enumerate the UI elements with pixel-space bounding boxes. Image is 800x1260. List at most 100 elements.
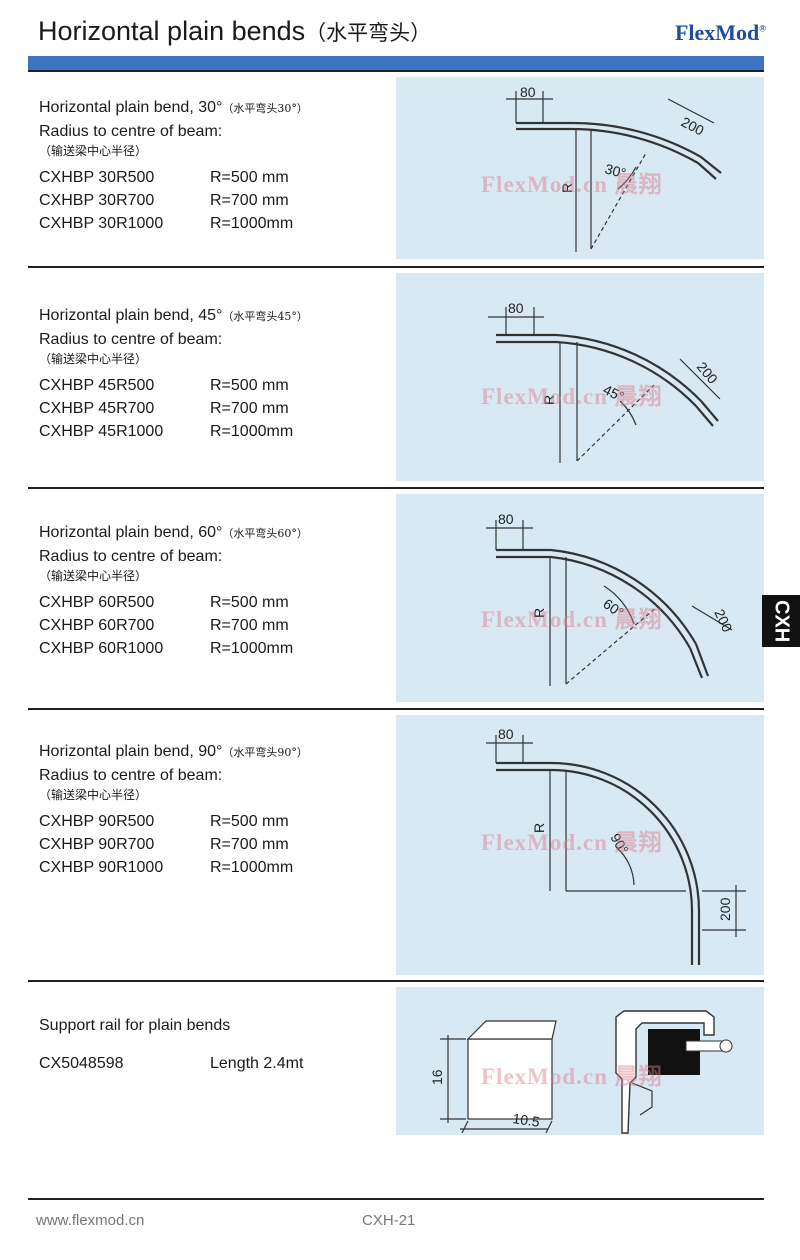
radius-label: Radius to centre of beam:	[39, 767, 223, 784]
product-code: CXHBP 60R500	[39, 594, 155, 611]
product-section-60: Horizontal plain bend, 60°（水平弯头60°） Radi…	[28, 487, 764, 709]
product-title: Horizontal plain bend, 30°（水平弯头30°）	[39, 96, 308, 120]
product-radius: R=500 mm	[210, 594, 289, 611]
product-text: Horizontal plain bend, 90°（水平弯头90°） Radi…	[39, 740, 308, 879]
product-radius: R=700 mm	[210, 617, 289, 634]
product-text: Horizontal plain bend, 30°（水平弯头30°） Radi…	[39, 96, 308, 235]
spec-row: CX5048598 Length 2.4mt	[39, 1052, 303, 1075]
dim-height-label: 16	[429, 1069, 445, 1085]
support-rail-diagram: 16 10.5	[429, 1010, 733, 1134]
spec-row: CXHBP 30R700 R=700 mm	[39, 189, 308, 212]
spec-row: CXHBP 60R700 R=700 mm	[39, 614, 308, 637]
radius-label: Radius to centre of beam:	[39, 331, 223, 348]
bend-diagram-45: 80 200 45° R	[488, 300, 721, 463]
product-radius: R=500 mm	[210, 377, 289, 394]
product-code: CXHBP 30R1000	[39, 215, 164, 232]
product-code: CXHBP 90R700	[39, 836, 155, 853]
product-code: CXHBP 45R500	[39, 377, 155, 394]
radius-cn: （输送梁中心半径）	[39, 144, 148, 158]
watermark: FlexMod.cn 晨翔	[481, 384, 663, 409]
brand-logo: FlexMod®	[675, 20, 766, 46]
footer-divider	[28, 1198, 764, 1200]
title-cn: （水平弯头45°）	[222, 310, 308, 323]
product-section-90: Horizontal plain bend, 90°（水平弯头90°） Radi…	[28, 708, 764, 982]
radius-dim-label: R	[559, 183, 575, 193]
radius-label: Radius to centre of beam:	[39, 548, 223, 565]
header-bar	[28, 56, 764, 70]
radius-label: Radius to centre of beam:	[39, 123, 223, 140]
watermark: FlexMod.cn 晨翔	[481, 172, 663, 197]
spec-row: CXHBP 45R1000 R=1000mm	[39, 420, 308, 443]
dim-straight-label: 80	[508, 300, 524, 316]
support-text: Support rail for plain bends CX5048598 Le…	[39, 1014, 303, 1075]
product-code: CXHBP 90R1000	[39, 859, 164, 876]
diagram-panel: 80 200 90° R FlexMod.cn 晨翔	[396, 715, 764, 975]
radius-cn: （输送梁中心半径）	[39, 569, 148, 583]
bend-diagram-90: 80 200 90° R	[486, 726, 746, 965]
angle-label: 30°	[603, 160, 628, 181]
radius-dim-label: R	[531, 608, 547, 618]
watermark: FlexMod.cn 晨翔	[481, 1064, 663, 1089]
product-code: CXHBP 45R1000	[39, 423, 164, 440]
page-number: CXH-21	[362, 1212, 416, 1229]
footer-url[interactable]: www.flexmod.cn	[36, 1212, 145, 1229]
support-rail-section: Support rail for plain bends CX5048598 Le…	[28, 980, 764, 1136]
product-radius: R=500 mm	[210, 813, 289, 830]
diagram-panel: 80 200 30° R FlexMod.cn 晨翔	[396, 77, 764, 259]
diagram-panel: 80 200 45° R FlexMod.cn 晨翔	[396, 273, 764, 481]
product-radius: R=1000mm	[210, 423, 294, 440]
product-text: Horizontal plain bend, 45°（水平弯头45°） Radi…	[39, 304, 308, 443]
product-title: Horizontal plain bend, 60°（水平弯头60°）	[39, 521, 308, 545]
spec-row: CXHBP 60R500 R=500 mm	[39, 591, 308, 614]
product-title: Horizontal plain bend, 45°（水平弯头45°）	[39, 304, 308, 328]
logo-text: FlexMod	[674, 20, 760, 45]
dim-width-label: 10.5	[512, 1110, 541, 1130]
radius-dim-label: R	[541, 395, 557, 405]
spec-row: CXHBP 45R500 R=500 mm	[39, 374, 308, 397]
radius-cn: （输送梁中心半径）	[39, 352, 148, 366]
product-code: CXHBP 60R700	[39, 617, 155, 634]
product-radius: R=700 mm	[210, 192, 289, 209]
side-tab[interactable]: CXH	[762, 595, 800, 647]
spec-row: CXHBP 90R500 R=500 mm	[39, 810, 308, 833]
support-title: Support rail for plain bends	[39, 1017, 231, 1034]
radius-dim-label: R	[531, 823, 547, 833]
dim-end-label: 200	[711, 607, 735, 635]
title-cn: （水平弯头60°）	[222, 527, 308, 540]
product-length: Length 2.4mt	[210, 1055, 304, 1072]
dim-straight-label: 80	[520, 84, 536, 100]
product-code: CXHBP 45R700	[39, 400, 155, 417]
radius-cn: （输送梁中心半径）	[39, 788, 148, 802]
product-code: CX5048598	[39, 1055, 124, 1072]
watermark: FlexMod.cn 晨翔	[481, 830, 663, 855]
product-section-30: Horizontal plain bend, 30°（水平弯头30°） Radi…	[28, 70, 764, 270]
product-radius: R=1000mm	[210, 215, 294, 232]
diagram-panel: 80 200 60° R FlexMod.cn 晨翔	[396, 494, 764, 702]
product-radius: R=1000mm	[210, 859, 294, 876]
title-cn: （水平弯头）	[305, 21, 432, 45]
title-en: Horizontal plain bend, 45°	[39, 307, 223, 324]
product-radius: R=700 mm	[210, 400, 289, 417]
title-en: Horizontal plain bend, 30°	[39, 99, 223, 116]
product-text: Horizontal plain bend, 60°（水平弯头60°） Radi…	[39, 521, 308, 660]
product-radius: R=700 mm	[210, 836, 289, 853]
title-cn: （水平弯头90°）	[222, 746, 308, 759]
bend-diagram-60: 80 200 60° R	[486, 511, 736, 686]
title-cn: （水平弯头30°）	[222, 102, 308, 115]
watermark: FlexMod.cn 晨翔	[481, 607, 663, 632]
product-code: CXHBP 90R500	[39, 813, 155, 830]
bend-diagram-30: 80 200 30° R	[506, 84, 722, 252]
product-code: CXHBP 30R700	[39, 192, 155, 209]
spec-row: CXHBP 30R1000 R=1000mm	[39, 212, 308, 235]
title-text: Horizontal plain bends	[38, 16, 306, 46]
dim-straight-label: 80	[498, 511, 514, 527]
spec-row: CXHBP 90R1000 R=1000mm	[39, 856, 308, 879]
title-en: Horizontal plain bend, 90°	[39, 743, 223, 760]
page-title: Horizontal plain bends（水平弯头）	[38, 16, 431, 47]
product-title: Horizontal plain bend, 90°（水平弯头90°）	[39, 740, 308, 764]
product-code: CXHBP 60R1000	[39, 640, 164, 657]
product-radius: R=500 mm	[210, 169, 289, 186]
product-section-45: Horizontal plain bend, 45°（水平弯头45°） Radi…	[28, 266, 764, 488]
